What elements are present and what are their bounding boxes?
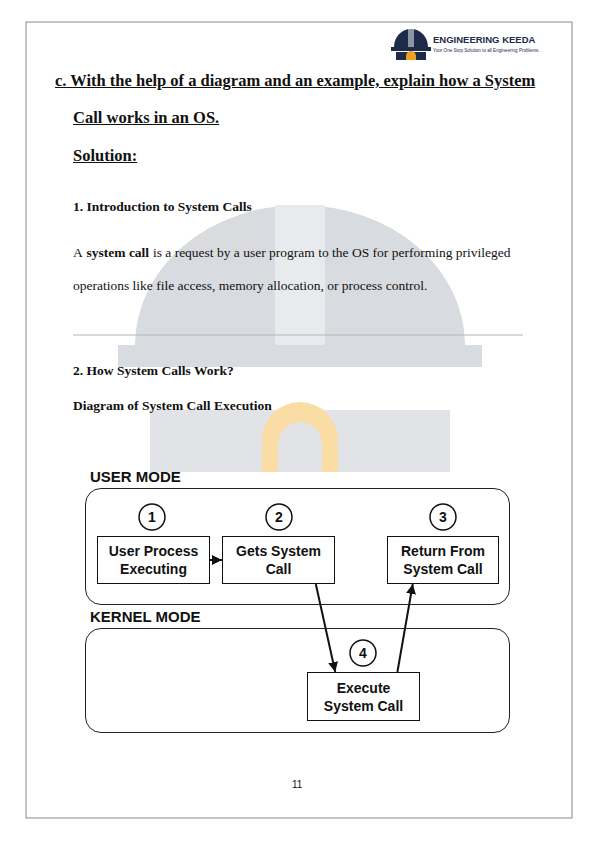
step-number: 3 (439, 509, 447, 525)
region-heading: KERNEL MODE (90, 608, 201, 626)
circle-shape (266, 504, 292, 530)
question-heading: c. With the help of a diagram and an exa… (55, 62, 545, 136)
step-number: 4 (359, 645, 367, 661)
region-border (85, 628, 510, 733)
step-number: 1 (148, 509, 156, 525)
logo-band (396, 52, 426, 60)
circle-shape (350, 640, 376, 666)
box-label: Return From System Call (393, 542, 493, 578)
logo-brim (391, 47, 431, 51)
separator-rule (73, 334, 523, 335)
logo-arch (406, 51, 416, 60)
step-circle: 4 (349, 639, 377, 667)
logo-stripe (408, 29, 414, 47)
brand-name: ENGINEERING KEEDA (433, 34, 535, 45)
process-box: User Process Executing (97, 536, 210, 584)
bold-term: system call (87, 245, 150, 260)
step-number: 2 (275, 509, 283, 525)
arrow-connector (210, 559, 222, 561)
box-label: User Process Executing (103, 542, 204, 578)
watermark-stripe (275, 205, 325, 345)
page-border (26, 22, 572, 818)
brand-tagline: Your One Stop Solution to all Engineerin… (433, 48, 540, 54)
watermark-arch (262, 402, 338, 472)
circle-shape (139, 504, 165, 530)
circle-shape (430, 504, 456, 530)
paragraph-text: A (73, 245, 83, 260)
step-circle: 1 (138, 503, 166, 531)
process-box: Gets System Call (222, 536, 335, 584)
section-heading: 2. How System Calls Work? (73, 363, 234, 379)
box-label: Execute System Call (313, 679, 414, 715)
section-heading: 1. Introduction to System Calls (73, 199, 252, 215)
mode-region: KERNEL MODE 4Execute System Call (85, 608, 510, 733)
page-number: 11 (292, 779, 302, 791)
logo-dome (394, 29, 428, 47)
box-label: Gets System Call (228, 542, 329, 578)
step-circle: 2 (265, 503, 293, 531)
solution-heading: Solution: (73, 137, 137, 174)
paragraph: Asystem callis a request by a user progr… (73, 236, 535, 302)
watermark-dome (135, 205, 465, 345)
process-box: Execute System Call (307, 672, 420, 721)
mode-region: USER MODE 1User Process Executing 2Gets Sy… (85, 468, 510, 605)
step-circle: 3 (429, 503, 457, 531)
process-box: Return From System Call (387, 536, 499, 584)
diagram-caption: Diagram of System Call Execution (73, 398, 272, 414)
region-heading: USER MODE (90, 468, 181, 486)
logo-icon (391, 29, 431, 60)
